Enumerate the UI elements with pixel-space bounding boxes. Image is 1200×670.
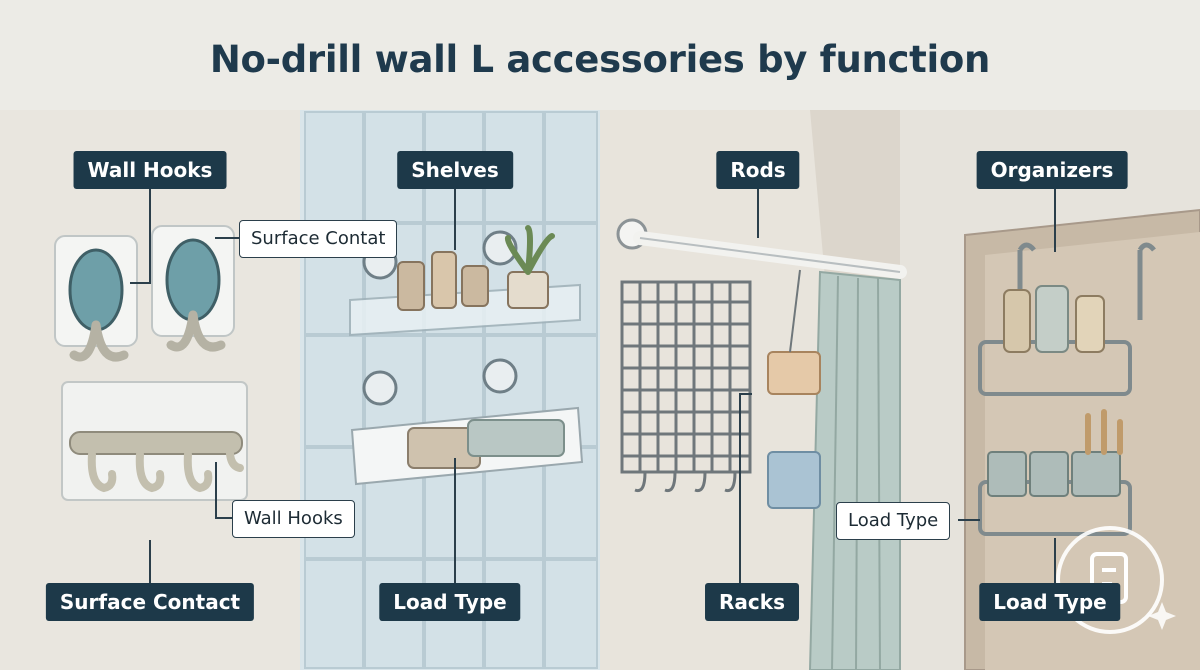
label-surface-contact: Surface Contact bbox=[45, 583, 255, 621]
label-shelves: Shelves bbox=[397, 151, 513, 189]
over-door-organizer bbox=[978, 242, 1156, 536]
suction-shelves bbox=[349, 225, 584, 486]
label-load-type-shelves: Load Type bbox=[379, 583, 521, 621]
label-wall-hooks: Wall Hooks bbox=[73, 151, 227, 189]
page-title: No-drill wall L accessories by function bbox=[209, 38, 991, 81]
tension-rod-set bbox=[616, 218, 907, 670]
sparkle-icon bbox=[1148, 602, 1176, 630]
label-load-type-organizers: Load Type bbox=[979, 583, 1121, 621]
callout-load-type: Load Type bbox=[836, 502, 951, 540]
callout-surface-contat: Surface Contat bbox=[239, 220, 398, 258]
label-racks: Racks bbox=[705, 583, 799, 621]
callout-wall-hooks: Wall Hooks bbox=[232, 500, 355, 538]
adhesive-hooks bbox=[54, 225, 248, 501]
label-organizers: Organizers bbox=[976, 151, 1128, 189]
leader-lines bbox=[130, 188, 1056, 584]
label-rods: Rods bbox=[716, 151, 800, 189]
